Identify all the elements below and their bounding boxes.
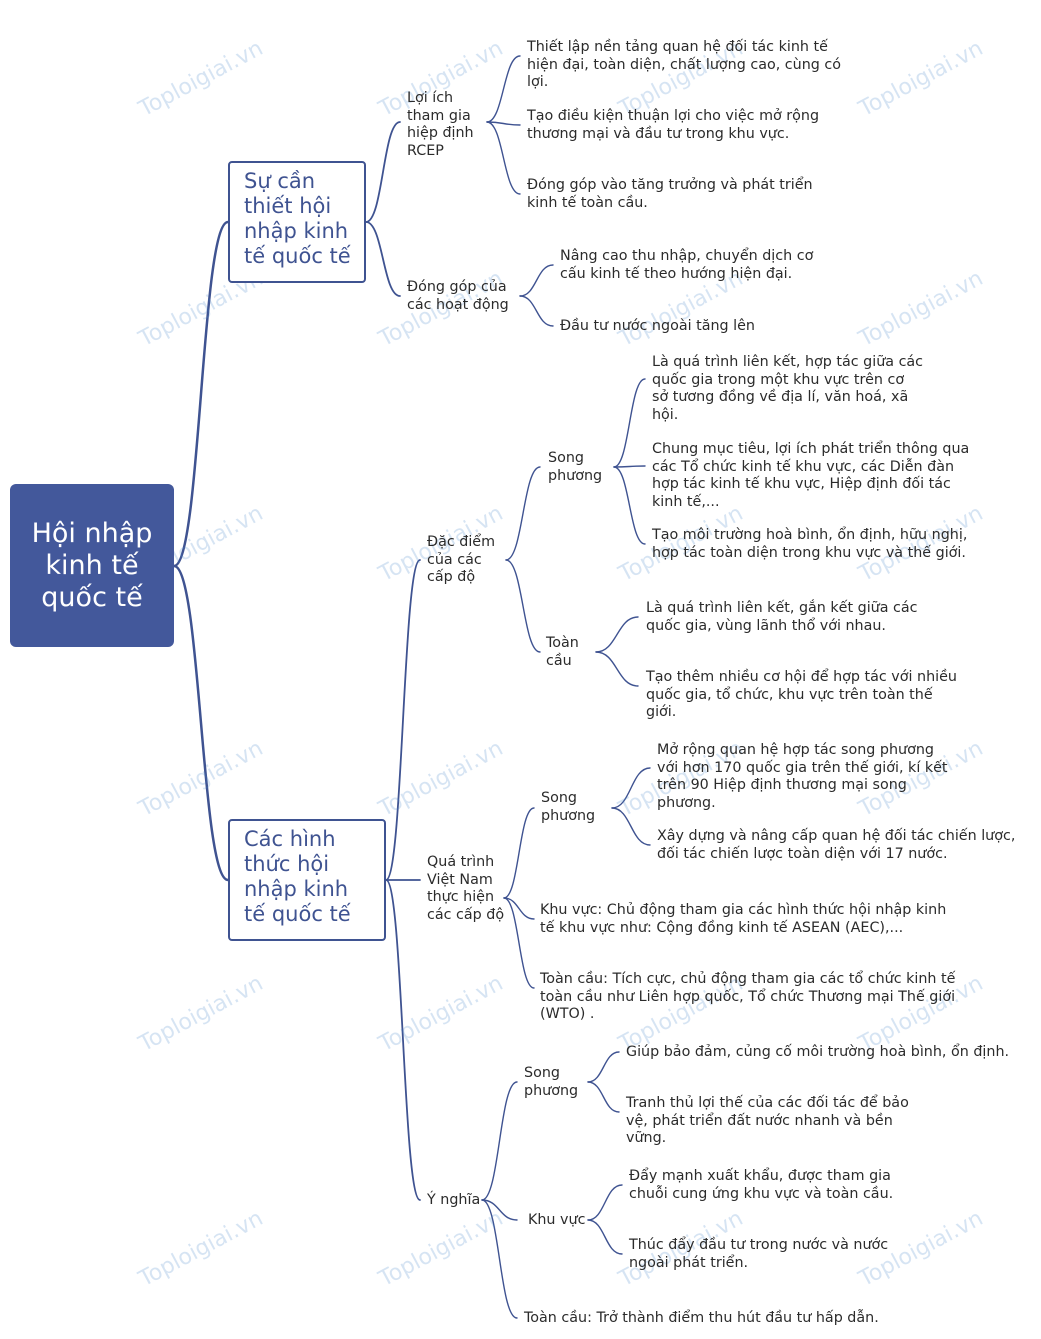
- connector-rcep: [486, 121, 521, 126]
- connector-dong-gop: [519, 264, 554, 297]
- leaf-dd-tc-1: Là quá trình liên kết, gắn kết giữa các …: [646, 600, 918, 634]
- branch-label: Các hình thức hội nhập kinh tế quốc tế: [244, 827, 351, 926]
- node-dong-gop[interactable]: Đóng góp của các hoạt động: [407, 279, 509, 313]
- connector-dd-toan-cau: [595, 651, 639, 687]
- connector-cac-hinh-thuc: [385, 879, 421, 1201]
- connector-su-can-thiet: [365, 221, 401, 297]
- connector-dd-song-phuong: [613, 465, 646, 468]
- connector-root: [172, 564, 230, 882]
- node-dac-diem-toan-cau[interactable]: Toàn cầu: [546, 635, 579, 669]
- leaf-rcep-1: Thiết lập nền tảng quan hệ đối tác kinh …: [527, 39, 842, 90]
- leaf-dd-tc-2: Tạo thêm nhiều cơ hội để hợp tác với nhi…: [646, 669, 957, 720]
- connector-dd-song-phuong: [613, 466, 646, 545]
- connector-y-nghia: [481, 1081, 518, 1201]
- branch-cac-hinh-thuc[interactable]: Các hình thức hội nhập kinh tế quốc tế: [228, 819, 386, 941]
- leaf-rcep-3: Đóng góp vào tăng trưởng và phát triển k…: [527, 177, 813, 211]
- node-qua-trinh[interactable]: Quá trình Việt Nam thực hiện các cấp độ: [427, 854, 505, 923]
- connector-qt-song-phuong: [611, 767, 651, 809]
- connector-y-nghia: [481, 1199, 518, 1221]
- node-y-nghia-song-phuong[interactable]: Song phương: [524, 1065, 579, 1099]
- connector-rcep: [486, 55, 521, 123]
- connector-yn-khu-vuc: [587, 1219, 623, 1255]
- branch-label: Sự cần thiết hội nhập kinh tế quốc tế: [244, 169, 351, 268]
- connector-yn-song-phuong: [587, 1051, 620, 1083]
- connector-qua-trinh: [503, 897, 535, 989]
- node-qua-trinh-song-phuong[interactable]: Song phương: [541, 790, 596, 824]
- connector-yn-song-phuong: [587, 1081, 620, 1113]
- leaf-dong-gop-1: Nâng cao thu nhập, chuyển dịch cơ cấu ki…: [560, 248, 814, 282]
- node-dac-diem-song-phuong[interactable]: Song phương: [548, 450, 603, 484]
- connector-qua-trinh: [503, 897, 535, 920]
- leaf-rcep-2: Tạo điều kiện thuận lợi cho việc mở rộng…: [527, 108, 820, 142]
- node-y-nghia[interactable]: Ý nghĩa: [427, 1192, 481, 1208]
- connector-yn-khu-vuc: [587, 1184, 623, 1221]
- root-node[interactable]: Hội nhập kinh tế quốc tế: [10, 484, 174, 647]
- leaf-dong-gop-2: Đầu tư nước ngoài tăng lên: [560, 318, 755, 334]
- connector-rcep: [486, 121, 521, 195]
- connector-su-can-thiet: [365, 121, 401, 223]
- leaf-dd-sp-2: Chung mục tiêu, lợi ích phát triển thông…: [652, 441, 970, 510]
- connector-dd-song-phuong: [613, 378, 646, 468]
- connector-root: [172, 220, 230, 568]
- connector-dd-toan-cau: [595, 616, 639, 653]
- leaf-yn-kv-1: Đẩy mạnh xuất khẩu, được tham gia chuỗi …: [629, 1168, 894, 1202]
- leaf-yn-kv-2: Thúc đẩy đầu tư trong nước và nước ngoài…: [629, 1237, 889, 1271]
- connector-dong-gop: [519, 295, 554, 327]
- leaf-dd-sp-1: Là quá trình liên kết, hợp tác giữa các …: [652, 354, 924, 423]
- leaf-yn-sp-1: Giúp bảo đảm, củng cố môi trường hoà bìn…: [626, 1044, 1010, 1060]
- leaf-dd-sp-3: Tạo môi trường hoà bình, ổn định, hữu ng…: [652, 527, 968, 561]
- node-dac-diem[interactable]: Đặc điểm của các cấp độ: [427, 534, 496, 585]
- branch-su-can-thiet[interactable]: Sự cần thiết hội nhập kinh tế quốc tế: [228, 161, 366, 283]
- leaf-qt-khu-vuc: Khu vực: Chủ động tham gia các hình thức…: [540, 902, 947, 936]
- leaf-qt-toan-cau: Toàn cầu: Tích cực, chủ động tham gia cá…: [540, 971, 956, 1022]
- node-y-nghia-khu-vuc[interactable]: Khu vực: [528, 1212, 586, 1228]
- connector-y-nghia: [481, 1199, 518, 1319]
- connector-dac-diem: [505, 466, 541, 561]
- leaf-qt-sp-2: Xây dựng và nâng cấp quan hệ đối tác chi…: [657, 828, 1016, 862]
- connector-cac-hinh-thuc: [385, 559, 421, 881]
- root-label: Hội nhập kinh tế quốc tế: [31, 517, 153, 613]
- connector-qua-trinh: [503, 807, 535, 899]
- leaf-qt-sp-1: Mở rộng quan hệ hợp tác song phương với …: [657, 742, 948, 811]
- leaf-yn-sp-2: Tranh thủ lợi thế của các đối tác để bảo…: [626, 1095, 909, 1146]
- connector-qt-song-phuong: [611, 807, 651, 846]
- node-loi-ich-rcep[interactable]: Lợi ích tham gia hiệp định RCEP: [407, 90, 474, 159]
- connector-dac-diem: [505, 559, 541, 653]
- leaf-yn-toan-cau: Toàn cầu: Trở thành điểm thu hút đầu tư …: [524, 1310, 879, 1326]
